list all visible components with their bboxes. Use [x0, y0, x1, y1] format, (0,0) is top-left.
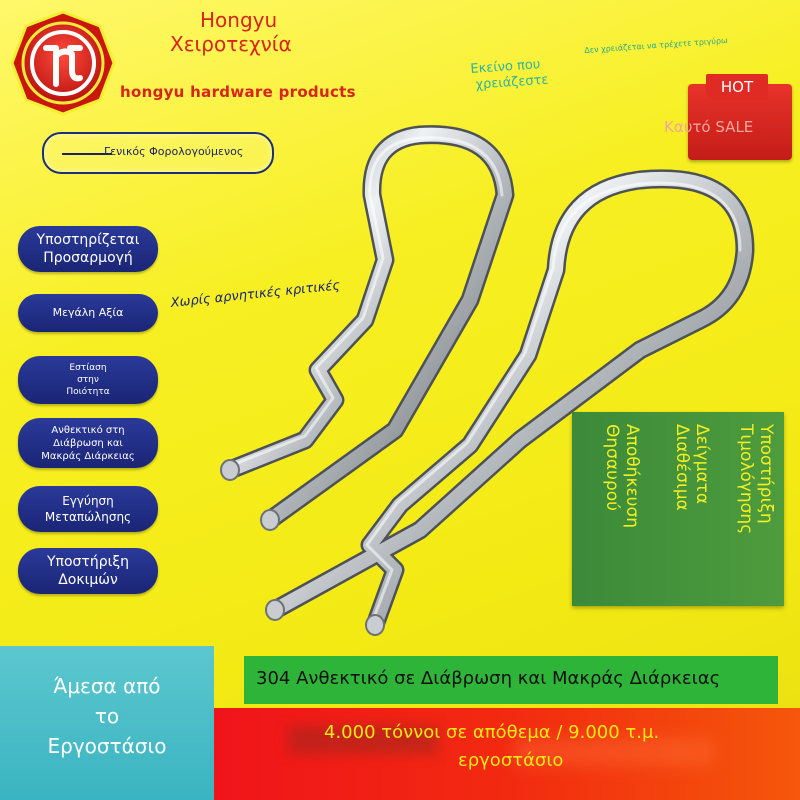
- hot-sale-text: Καυτό SALE: [664, 118, 754, 136]
- service-line: Αποθήκευση: [622, 424, 642, 529]
- material-text: 304 Ανθεκτικό σε Διάβρωση και Μακράς Διά…: [256, 668, 721, 689]
- feature-line: Μεταπώλησης: [44, 510, 132, 524]
- feature-pill-quality: Εστίαση στην Ποιότητα: [18, 356, 158, 404]
- service-line: Δείγματα: [692, 424, 712, 505]
- feature-line: Μακράς Διάρκειας: [41, 450, 135, 462]
- brand-subtitle: Χειροτεχνία: [170, 32, 292, 56]
- feature-line: Ποιότητα: [66, 387, 110, 397]
- hy-emblem-icon: [10, 10, 116, 116]
- feature-pill-testing: Υποστήριξη Δοκιμών: [18, 548, 158, 594]
- factory-direct-box: Άμεσα από το Εργοστάσιο: [0, 646, 214, 800]
- feature-pill-customization: Υποστηρίζεται Προσαρμογή: [18, 226, 158, 272]
- brand-name: Hongyu: [200, 8, 278, 32]
- service-box: Υποστήριξη Τιμολόγησης Δείγματα Διαθέσιμ…: [572, 412, 784, 606]
- factory-line: Άμεσα από: [53, 674, 161, 698]
- band-glow: [514, 738, 714, 766]
- hot-tag: HOT: [706, 74, 768, 100]
- feature-line: Ανθεκτικό στη: [51, 424, 125, 436]
- stock-line1: 4.000 τόννοι σε απόθεμα / 9.000 τ.μ.: [324, 722, 660, 743]
- feature-line: Μεγάλη Αξία: [52, 306, 124, 319]
- hot-sale-badge: HOT Καυτό SALE: [664, 74, 792, 160]
- feature-line: Προσαρμογή: [43, 250, 133, 266]
- material-band: 304 Ανθεκτικό σε Διάβρωση και Μακράς Διά…: [244, 656, 778, 704]
- factory-line: Εργοστάσιο: [47, 734, 167, 758]
- feature-line: Εγγύηση: [62, 494, 114, 508]
- feature-line: Υποστήριξη: [46, 554, 130, 570]
- feature-line: Διάβρωση και: [53, 437, 123, 449]
- r-clip-pin-left: [220, 125, 515, 531]
- service-col-samples: Δείγματα Διαθέσιμα: [672, 424, 712, 511]
- taxpayer-label: Γενικός Φορολογούμενος: [104, 145, 244, 158]
- service-line: Διαθέσιμα: [672, 424, 692, 511]
- feature-pill-warranty: Εγγύηση Μεταπώλησης: [18, 486, 158, 532]
- feature-line: Υποστηρίζεται: [36, 232, 140, 248]
- pill-line-decoration: [62, 153, 112, 155]
- service-col-invoice: Υποστήριξη Τιμολόγησης: [736, 424, 776, 534]
- service-line: Θησαυρού: [602, 424, 622, 512]
- feature-line: Εστίαση: [69, 363, 107, 373]
- brand-english: hongyu hardware products: [120, 83, 356, 101]
- feature-pill-durable: Ανθεκτικό στη Διάβρωση και Μακράς Διάρκε…: [18, 418, 158, 468]
- band-shadow: [288, 726, 438, 754]
- factory-line: το: [94, 704, 120, 728]
- r-clip-pin-right: [265, 169, 755, 636]
- stock-line2: εργοστάσιο: [458, 750, 564, 771]
- feature-line: Δοκιμών: [58, 572, 118, 588]
- taxpayer-pill: Γενικός Φορολογούμενος: [42, 132, 274, 174]
- feature-line: στην: [77, 375, 99, 385]
- service-line: Υποστήριξη: [756, 424, 776, 524]
- stock-band: 4.000 τόννοι σε απόθεμα / 9.000 τ.μ. εργ…: [214, 708, 800, 800]
- feature-pill-value: Μεγάλη Αξία: [18, 294, 158, 332]
- service-col-storage: Αποθήκευση Θησαυρού: [602, 424, 642, 528]
- service-line: Τιμολόγησης: [736, 424, 756, 535]
